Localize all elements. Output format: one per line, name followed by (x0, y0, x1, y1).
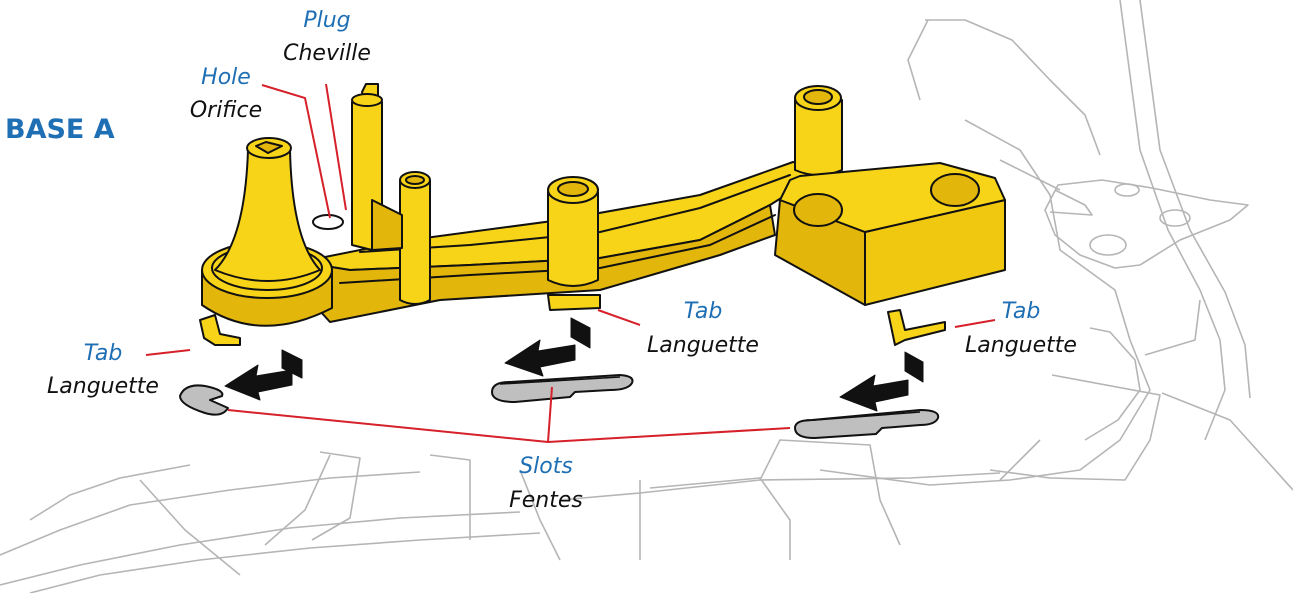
label-tab-middle-fr: Languette (647, 333, 759, 358)
leader-tab-left (145, 349, 191, 356)
insert-arrow-icon (839, 351, 924, 412)
cone-body (214, 149, 321, 282)
leader-plug (325, 83, 347, 211)
insert-arrows (224, 317, 924, 412)
label-slots-fr: Fentes (509, 488, 583, 513)
leader-hole (261, 84, 331, 219)
leader-tab-middle (597, 309, 641, 326)
label-plug-fr: Cheville (283, 41, 371, 66)
label-plug-en: Plug (303, 8, 350, 33)
insert-arrow-icon (504, 317, 591, 377)
slot-right (794, 409, 940, 439)
leader-tab-right (954, 319, 996, 328)
slot-middle (491, 374, 634, 403)
left-middle-post (399, 179, 431, 305)
label-tab-right-fr: Languette (965, 333, 1077, 358)
tab-middle-shape (547, 294, 601, 311)
labels: Plug Cheville Hole Orifice Tab Languette… (47, 8, 1077, 513)
leader-lines (145, 83, 996, 443)
tab-right-shape (887, 309, 946, 346)
slot-left (179, 384, 229, 416)
insert-arrow-icon (224, 349, 303, 401)
label-tab-left-en: Tab (84, 341, 123, 366)
label-slots-en: Slots (519, 454, 573, 479)
leader-slots (227, 386, 791, 443)
slots (179, 374, 940, 439)
hole-opening (312, 214, 344, 230)
base-a-part (199, 83, 1006, 346)
diagram-title: BASE A (5, 114, 115, 145)
rear-post (794, 99, 843, 176)
label-hole-en: Hole (201, 65, 251, 90)
tab-left-shape (199, 314, 241, 346)
label-tab-right-en: Tab (1002, 299, 1041, 324)
middle-post (547, 191, 599, 287)
label-hole-fr: Orifice (190, 98, 262, 123)
label-tab-left-fr: Languette (47, 374, 159, 399)
label-tab-middle-en: Tab (684, 299, 723, 324)
